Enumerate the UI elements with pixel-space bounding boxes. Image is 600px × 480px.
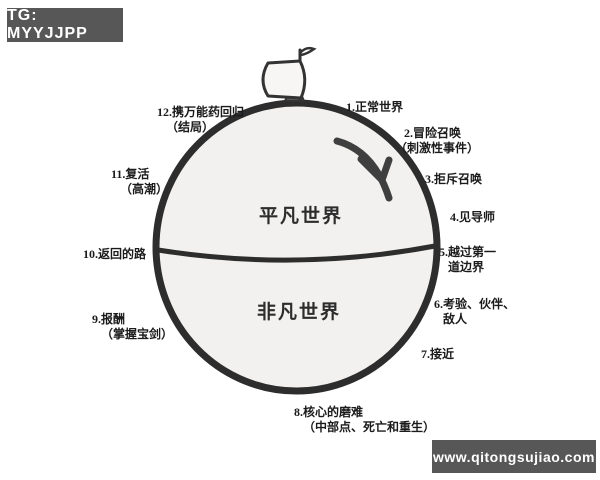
stage-text-line: （掌握宝剑）	[101, 327, 174, 341]
stage-label-5: 5.越过第一 道边界	[439, 245, 496, 275]
stage-text-line: （结局）	[166, 120, 215, 134]
stage-text-line: 3.拒斥召唤	[425, 172, 483, 186]
stage-label-1: 1.正常世界	[346, 100, 403, 115]
stage-text-line: 11.复活	[111, 167, 150, 181]
stage-text-line: 9.报酬	[92, 312, 126, 326]
stage-text-line: 7.接近	[421, 347, 455, 361]
stage-text-line: （高潮）	[120, 182, 169, 196]
stage-label-9: 9.报酬 （掌握宝剑）	[92, 312, 173, 342]
extraordinary-world-label: 非凡世界	[256, 302, 342, 323]
stage-text-line: 4.见导师	[450, 210, 496, 224]
stage-label-11: 11.复活 （高潮）	[111, 167, 168, 197]
stage-label-3: 3.拒斥召唤	[425, 172, 482, 187]
stage-text-line: 8.核心的磨难	[294, 405, 364, 419]
clockwise-arrow-icon	[333, 137, 393, 202]
telegram-badge-text: TG: MYYJJPP	[7, 7, 88, 42]
stage-text-line: 12.携万能药回归	[157, 105, 245, 119]
stage-text-line: （中部点、死亡和重生）	[303, 420, 436, 434]
stage-label-6: 6.考验、伙伴、 敌人	[434, 297, 515, 327]
stage-text-line: 10.返回的路	[83, 247, 147, 261]
stage-text-line: 道边界	[448, 260, 485, 274]
stage-text-line: 5.越过第一	[439, 245, 497, 259]
stage-text-line: 2.冒险召唤	[404, 126, 462, 140]
telegram-badge: TG: MYYJJPP	[7, 7, 123, 42]
stage-label-8: 8.核心的磨难 （中部点、死亡和重生）	[294, 405, 435, 435]
world-divider-line	[155, 243, 438, 263]
website-badge-text: www.qitongsujiao.com	[433, 448, 595, 465]
stage-text-line: （刺激性事件）	[395, 141, 480, 155]
stage-label-12: 12.携万能药回归 （结局）	[157, 105, 244, 135]
stage-text-line: 6.考验、伙伴、	[434, 297, 516, 311]
stage-label-10: 10.返回的路	[83, 247, 146, 262]
stage-label-2: 2.冒险召唤 （刺激性事件）	[395, 126, 479, 156]
website-badge: www.qitongsujiao.com	[432, 440, 596, 473]
sailboat-icon	[261, 46, 317, 102]
stage-text-line: 1.正常世界	[346, 100, 404, 114]
stage-label-7: 7.接近	[421, 347, 454, 362]
stage-label-4: 4.见导师	[450, 210, 495, 225]
stage-text-line: 敌人	[443, 312, 468, 326]
ordinary-world-label: 平凡世界	[258, 206, 344, 227]
